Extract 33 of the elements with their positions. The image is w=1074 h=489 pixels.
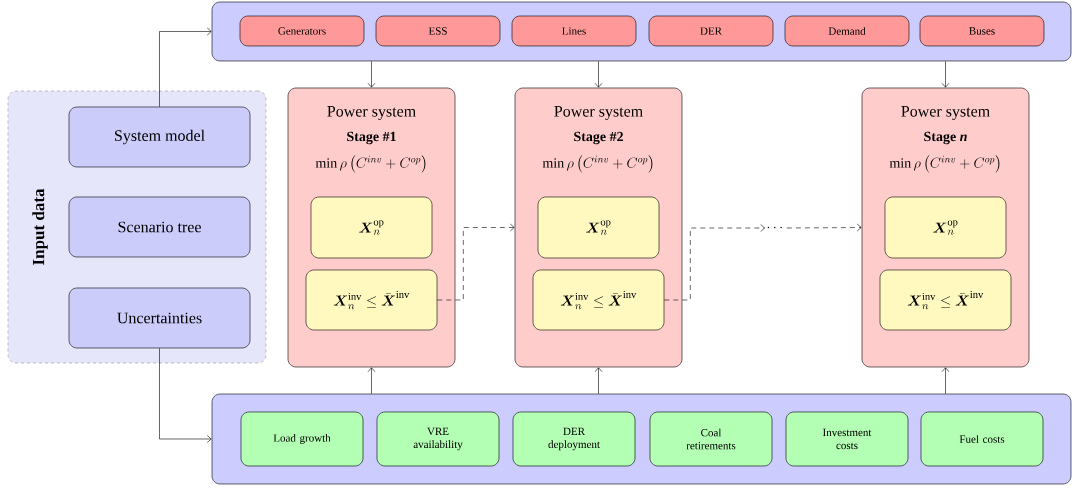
parameter-pill: Generators — [239, 15, 365, 47]
variable-box: $\boldsymbol{X}_n^{\mathrm{inv}} \leq \bar{\boldsymbol{X}}^{\mathrm{inv}}$ — [532, 269, 665, 331]
input-box: System model — [68, 106, 251, 168]
arrow — [159, 27, 212, 107]
variable-box: $\boldsymbol{X}_n^{\mathrm{op}}$ — [884, 196, 1007, 259]
variable-box: $\boldsymbol{X}_n^{\mathrm{op}}$ — [537, 196, 660, 259]
parameter-pill: Buses — [919, 15, 1045, 47]
arrow — [159, 348, 212, 443]
arrow — [367, 61, 376, 88]
parameter-pill: ESS — [375, 15, 501, 47]
arrow — [594, 367, 603, 394]
dashed-arrow — [437, 223, 515, 301]
arrow — [594, 61, 603, 88]
dashed-arrow — [664, 224, 765, 301]
parameter-pill: Lines — [511, 15, 637, 47]
input-box: Uncertainties — [68, 287, 251, 349]
arrow — [941, 367, 950, 394]
variable-box: $\boldsymbol{X}_n^{\mathrm{inv}} \leq \bar{\boldsymbol{X}}^{\mathrm{inv}}$ — [879, 269, 1012, 331]
variable-box: $\boldsymbol{X}_n^{\mathrm{inv}} \leq \bar{\boldsymbol{X}}^{\mathrm{inv}}$ — [305, 269, 438, 331]
input-box: Scenario tree — [68, 196, 251, 258]
parameter-pill: Fuel costs — [920, 411, 1044, 467]
arrow — [367, 367, 376, 394]
parameter-pill: Load growth — [240, 411, 364, 467]
parameter-pill: Demand — [784, 15, 910, 47]
variable-box: $\boldsymbol{X}_n^{\mathrm{op}}$ — [310, 196, 433, 259]
arrow — [941, 61, 950, 88]
ellipsis: $\cdots$ — [767, 226, 782, 229]
parameter-pill: Investment costs — [785, 411, 909, 467]
dashed-arrow — [786, 223, 862, 232]
parameter-pill: DER — [648, 15, 774, 47]
parameter-pill: Coal retirements — [649, 411, 773, 467]
parameter-pill: DER deployment — [512, 411, 636, 467]
parameter-pill: VRE availability — [376, 411, 500, 467]
